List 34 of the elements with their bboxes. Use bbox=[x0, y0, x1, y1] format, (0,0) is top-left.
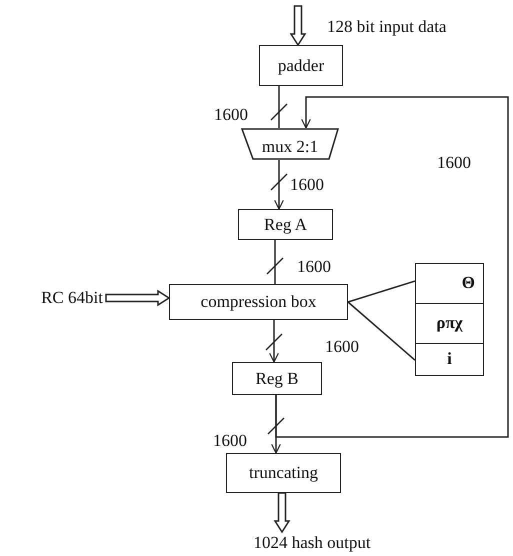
operation-table bbox=[415, 263, 484, 376]
connector bbox=[275, 96, 509, 438]
edge-label: 1600 bbox=[297, 258, 331, 275]
process-box bbox=[226, 453, 341, 493]
node-label: Reg A bbox=[264, 214, 307, 234]
process-box bbox=[238, 209, 333, 240]
process-box bbox=[259, 45, 343, 86]
connector bbox=[268, 320, 280, 363]
node-label: Reg B bbox=[256, 368, 298, 388]
node-label: mux 2:1 bbox=[262, 137, 318, 157]
node-label: padder bbox=[278, 56, 324, 76]
block-arrow bbox=[105, 290, 170, 306]
edge-label: 1600 bbox=[437, 154, 471, 171]
connector bbox=[274, 240, 276, 284]
block-arrow bbox=[274, 492, 290, 534]
edge-label: 1600 bbox=[213, 432, 247, 449]
process-box bbox=[169, 284, 348, 320]
node-label: truncating bbox=[249, 463, 318, 483]
table-cell-text: Θ bbox=[460, 272, 476, 294]
block-arrow bbox=[290, 5, 306, 46]
node-label: RC 64bit bbox=[41, 288, 103, 308]
connector bbox=[274, 160, 284, 210]
table-cell: i bbox=[416, 343, 483, 374]
node-label: 1024 hash output bbox=[253, 533, 371, 553]
node-label: compression box bbox=[200, 292, 316, 312]
connector bbox=[278, 86, 280, 128]
edge-label: 128 bit input data bbox=[327, 18, 446, 35]
edge-label: 1600 bbox=[290, 176, 324, 193]
edge-label: 1600 bbox=[214, 106, 248, 123]
table-cell: ρπχ bbox=[416, 302, 483, 344]
multiplexer-trapezoid bbox=[241, 128, 339, 160]
edge-label: 1600 bbox=[325, 338, 359, 355]
process-box bbox=[232, 362, 322, 395]
connector bbox=[347, 280, 416, 361]
